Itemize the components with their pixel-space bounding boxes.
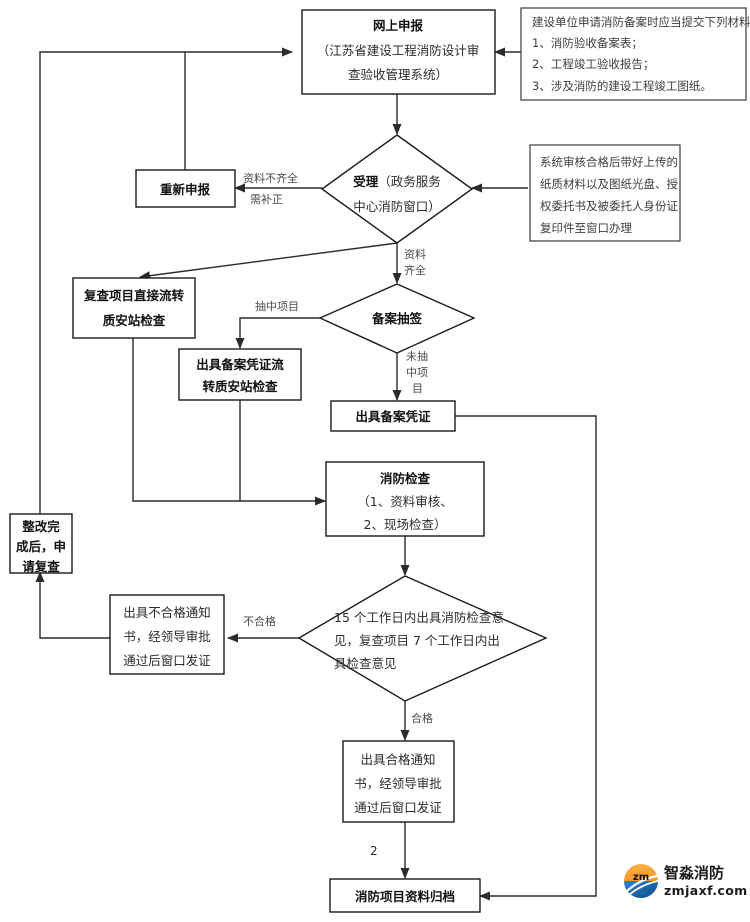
note-materials-line4: 3、涉及消防的建设工程竣工图纸。: [532, 79, 712, 93]
note-system-line3: 权委托书及被委托人身份证: [540, 199, 678, 213]
label-pass: 合格: [411, 711, 433, 725]
node-issue-cert[interactable]: 出具备案凭证: [330, 400, 456, 432]
note-system-line2: 纸质材料以及图纸光盘、授: [540, 177, 678, 191]
issue-transfer-line2: 转质安站检查: [202, 379, 278, 394]
label-complete-2: 齐全: [404, 263, 426, 277]
note-system-line1: 系统审核合格后带好上传的: [540, 155, 678, 169]
edge-rectify-to-top: [39, 51, 185, 514]
accept-title: 受理（政务服务: [353, 174, 441, 189]
note-materials-line2: 1、消防验收备案表；: [532, 36, 643, 50]
node-inspection-days[interactable]: 15 个工作日内出具消防检查意 见，复查项目 7 个工作日内出 具检查意见: [297, 575, 548, 702]
label-not-selected-1: 未抽: [406, 349, 428, 363]
node-fire-inspection[interactable]: 消防检查 （1、资料审核、 2、现场检查）: [325, 461, 485, 537]
lottery-title: 备案抽签: [371, 311, 423, 326]
label-fail: 不合格: [243, 614, 276, 628]
accept-line2: 中心消防窗口）: [353, 199, 441, 214]
accept-title-main: 受理: [353, 174, 379, 189]
online-apply-title: 网上申报: [373, 18, 424, 33]
review-direct-line1: 复查项目直接流转: [83, 288, 185, 303]
label-selected: 抽中项目: [255, 299, 299, 313]
node-lottery[interactable]: 备案抽签: [318, 283, 476, 354]
accept-title-suffix: （政务服务: [378, 174, 441, 189]
archive-title: 消防项目资料归档: [355, 889, 455, 904]
reapply-title: 重新申报: [160, 182, 211, 197]
note-materials: 建设单位申请消防备案时应当提交下列材料： 1、消防验收备案表； 2、工程竣工验收…: [520, 7, 750, 101]
edge-issue-cert-to-archive: [455, 415, 597, 901]
label-not-selected-3: 目: [412, 382, 423, 395]
label-complete-1: 资料: [404, 247, 426, 261]
fire-inspection-line1: （1、资料审核、: [357, 494, 452, 509]
pass-notice-line2: 书，经领导审批: [354, 776, 442, 791]
edge-lottery-to-issue-transfer: [235, 317, 320, 349]
issue-cert-title: 出具备案凭证: [355, 409, 431, 424]
inspection-days-line3: 具检查意见: [334, 656, 397, 671]
fire-inspection-title: 消防检查: [380, 471, 431, 486]
fail-notice-line2: 书，经领导审批: [123, 629, 211, 644]
logo-badge-icon: zm: [624, 864, 659, 898]
fire-inspection-line2: 2、现场检查）: [364, 517, 447, 532]
review-direct-line2: 质安站检查: [103, 313, 166, 328]
pass-notice-line3: 通过后窗口发证: [354, 800, 442, 815]
node-fail-notice[interactable]: 出具不合格通知 书，经领导审批 通过后窗口发证: [109, 594, 225, 675]
note-system: 系统审核合格后带好上传的 纸质材料以及图纸光盘、授 权委托书及被委托人身份证 复…: [529, 144, 681, 242]
label-incomplete-1: 资料不齐全: [243, 171, 298, 185]
edge-accept-to-review-direct: [139, 242, 398, 281]
rectify-line3: 请复查: [22, 559, 60, 574]
logo-brand-cn: 智淼消防: [664, 864, 724, 882]
edge-fail-to-rectify: [35, 571, 110, 639]
rectify-line2: 成后，申: [16, 539, 66, 554]
logo-brand-en: zmjaxf.com: [664, 883, 748, 898]
label-step-two: 2: [370, 844, 378, 858]
inspection-days-line1: 15 个工作日内出具消防检查意: [334, 610, 504, 625]
node-reapply[interactable]: 重新申报: [135, 169, 236, 208]
node-archive[interactable]: 消防项目资料归档: [329, 878, 481, 913]
label-incomplete-2: 需补正: [250, 193, 283, 206]
edge-review-direct-to-inspection: [132, 338, 326, 506]
issue-transfer-line1: 出具备案凭证流: [196, 357, 284, 372]
watermark-logo: zm 智淼消防 zmjaxf.com: [624, 864, 748, 898]
node-review-direct[interactable]: 复查项目直接流转 质安站检查: [72, 277, 196, 339]
note-materials-line3: 2、工程竣工验收报告；: [532, 57, 654, 71]
node-accept[interactable]: 受理（政务服务 中心消防窗口）: [320, 134, 474, 244]
label-not-selected-2: 中项: [406, 366, 428, 379]
node-online-apply[interactable]: 网上申报 （江苏省建设工程消防设计审 查验收管理系统）: [301, 9, 496, 95]
rectify-line1: 整改完: [22, 519, 60, 534]
logo-monogram: zm: [633, 872, 649, 883]
node-pass-notice[interactable]: 出具合格通知 书，经领导审批 通过后窗口发证: [342, 740, 455, 823]
node-issue-cert-transfer[interactable]: 出具备案凭证流 转质安站检查: [178, 348, 302, 401]
node-rectify[interactable]: 整改完 成后，申 请复查: [9, 513, 73, 574]
fail-notice-line3: 通过后窗口发证: [123, 653, 211, 668]
pass-notice-line1: 出具合格通知: [360, 752, 435, 767]
inspection-days-line2: 见，复查项目 7 个工作日内出: [334, 633, 500, 648]
fail-notice-line1: 出具不合格通知: [123, 605, 211, 620]
online-apply-line1: （江苏省建设工程消防设计审: [317, 43, 480, 58]
online-apply-line2: 查验收管理系统）: [348, 67, 448, 82]
edge-reapply-to-apply: [184, 47, 293, 170]
note-system-line4: 复印件至窗口办理: [540, 221, 632, 235]
note-materials-line1: 建设单位申请消防备案时应当提交下列材料：: [532, 15, 750, 29]
